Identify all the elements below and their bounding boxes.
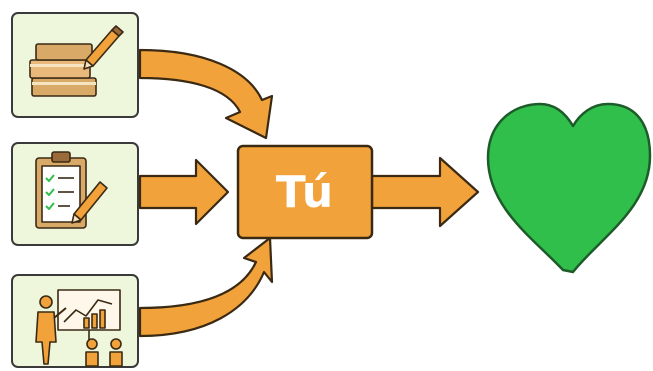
arrow-middle-straight (138, 158, 230, 226)
presentation-icon (35, 289, 123, 367)
books-icon (29, 25, 124, 97)
center-box (236, 144, 374, 240)
heart-icon (486, 102, 652, 274)
arrow-top-curved (138, 48, 274, 140)
tile-books (11, 12, 139, 118)
arrow-to-heart (370, 156, 480, 228)
arrow-bottom-curved (138, 236, 274, 338)
tile-checklist (11, 142, 139, 246)
checklist-clipboard-icon (35, 151, 108, 229)
tile-presentation (11, 274, 139, 368)
